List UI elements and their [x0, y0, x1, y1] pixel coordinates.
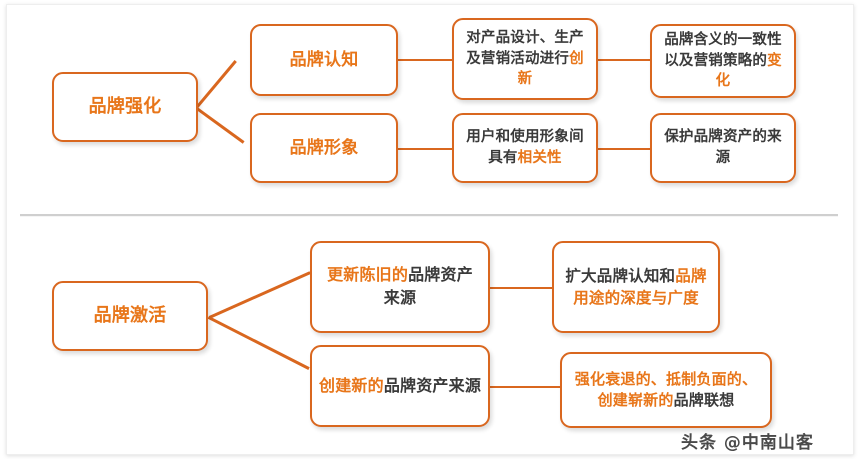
- text-part-dark: 对产品设计、生产及营销活动进行: [466, 30, 584, 67]
- watermark-credit: 头条 @中南山客: [681, 433, 814, 453]
- connector-root2-to-create-new-equity: [207, 316, 310, 370]
- node-rich-label: 保护品牌资产的来源: [652, 127, 794, 168]
- text-part-dark: 品牌联想: [673, 391, 735, 409]
- node-brand-revitalization-root[interactable]: 品牌激活: [52, 281, 208, 351]
- node-strengthen-resist-create-brand-associations[interactable]: 强化衰退的、抵制负面的、创建崭新的品牌联想: [560, 352, 772, 428]
- node-create-new-brand-equity-sources[interactable]: 创建新的品牌资产来源: [310, 345, 490, 427]
- connector-innovation-to-consistency: [596, 59, 652, 61]
- node-label: 品牌形象: [289, 137, 359, 158]
- connector-create-to-strengthen-associations: [489, 386, 561, 388]
- node-rich-label: 扩大品牌认知和品牌用途的深度与广度: [554, 265, 718, 309]
- node-meaning-consistency-and-strategy-change[interactable]: 品牌含义的一致性以及营销策略的变化: [650, 24, 796, 98]
- connector-root1-to-brand-awareness: [196, 60, 237, 108]
- text-part-accent: 创建新的: [319, 375, 384, 395]
- node-label: 品牌强化: [88, 96, 162, 118]
- text-part-accent: 品牌用途的深度与广度: [573, 267, 707, 307]
- connector-image-to-relevance: [396, 148, 454, 150]
- node-brand-reinforcement-root[interactable]: 品牌强化: [52, 72, 198, 142]
- text-part-accent: 更新陈旧的: [327, 265, 409, 285]
- node-brand-awareness[interactable]: 品牌认知: [250, 24, 398, 96]
- text-part-dark: 品牌含义的一致性以及营销策略的: [664, 32, 782, 69]
- node-label: 品牌认知: [289, 49, 359, 70]
- node-label: 品牌激活: [93, 305, 167, 327]
- text-part-accent: 强化衰退的、抵制负面的、创建崭新的: [574, 369, 758, 409]
- text-part-accent: 变化: [715, 52, 782, 90]
- text-part-dark: 扩大品牌认知和: [565, 267, 676, 285]
- connector-awareness-to-innovation: [396, 59, 454, 61]
- node-refresh-outdated-brand-equity-sources[interactable]: 更新陈旧的品牌资产来源: [310, 241, 490, 333]
- text-part-accent: 相关性: [517, 150, 562, 166]
- text-part-dark: 品牌资产来源: [383, 375, 482, 395]
- connector-root2-to-refresh-old-equity: [209, 271, 311, 319]
- node-brand-image[interactable]: 品牌形象: [250, 113, 398, 183]
- text-part-dark: 品牌资产来源: [383, 265, 473, 307]
- node-rich-label: 对产品设计、生产及营销活动进行创新: [454, 28, 596, 90]
- text-part-dark: 用户和使用形象间具有: [466, 129, 584, 166]
- connector-root1-to-brand-image: [194, 106, 245, 144]
- text-part-dark: 保护品牌资产的来源: [664, 129, 782, 166]
- node-rich-label: 创建新的品牌资产来源: [312, 375, 488, 398]
- node-innovation-in-design-production-marketing[interactable]: 对产品设计、生产及营销活动进行创新: [452, 18, 598, 100]
- connector-relevance-to-protect: [596, 148, 652, 150]
- text-part-accent: 创新: [517, 50, 584, 88]
- node-rich-label: 品牌含义的一致性以及营销策略的变化: [652, 30, 794, 92]
- node-user-usage-image-relevance[interactable]: 用户和使用形象间具有相关性: [452, 113, 598, 183]
- section-divider: [20, 214, 838, 216]
- node-protect-brand-equity-sources[interactable]: 保护品牌资产的来源: [650, 113, 796, 183]
- node-rich-label: 更新陈旧的品牌资产来源: [312, 264, 488, 309]
- node-rich-label: 用户和使用形象间具有相关性: [454, 127, 596, 168]
- node-expand-awareness-and-usage-depth-breadth[interactable]: 扩大品牌认知和品牌用途的深度与广度: [552, 241, 720, 333]
- node-rich-label: 强化衰退的、抵制负面的、创建崭新的品牌联想: [562, 369, 770, 412]
- connector-refresh-to-expand-awareness: [489, 287, 553, 289]
